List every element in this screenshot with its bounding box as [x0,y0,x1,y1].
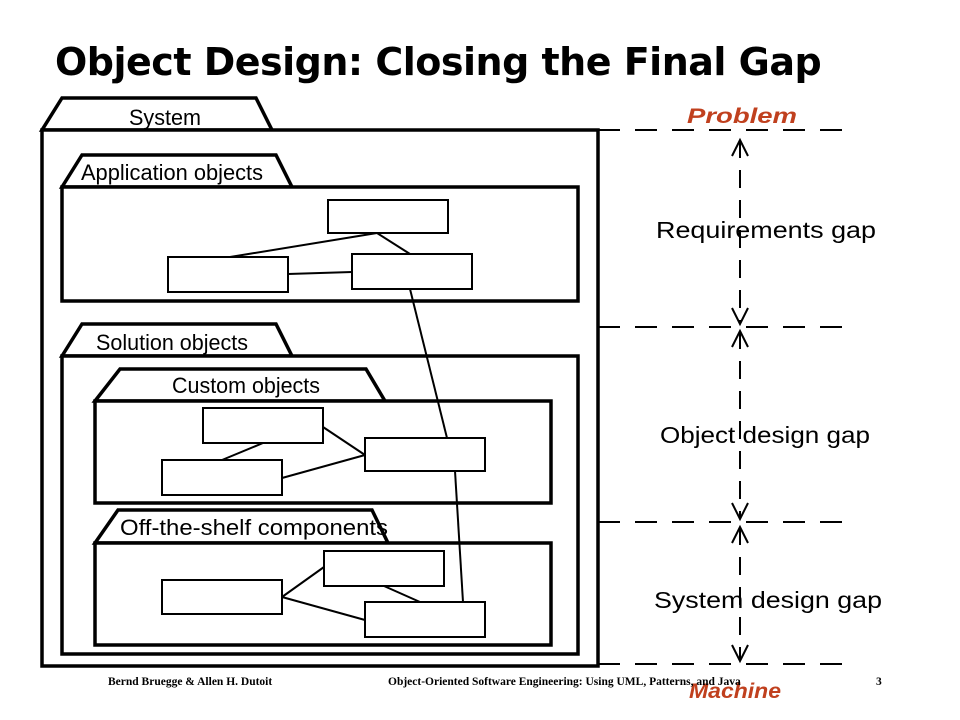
offshelf-class-box [161,579,283,615]
custom-package-label: Custom objects [172,373,320,398]
application-package-body [60,185,580,303]
system-design-gap-label: System design gap [654,587,882,613]
offshelf-package-label: Off-the-shelf components [120,515,388,540]
custom-class-box [161,459,283,496]
slide-title: Object Design: Closing the Final Gap [55,40,822,84]
offshelf-class-box [323,550,445,587]
machine-label: Machine [689,680,781,703]
app-class-box [327,199,449,234]
requirements-gap-label: Requirements gap [656,217,876,243]
custom-class-box [364,437,486,472]
app-class-box [167,256,289,293]
footer-book-title: Object-Oriented Software Engineering: Us… [388,676,741,688]
system-package-label: System [129,105,201,130]
gap-separators [598,129,848,665]
association-lines [221,232,464,621]
footer-page-number: 3 [876,676,882,688]
footer-authors: Bernd Bruegge & Allen H. Dutoit [108,676,273,688]
solution-package-label: Solution objects [96,330,248,355]
gap-arrows [731,137,749,664]
app-class-box [351,253,473,290]
custom-class-box [202,407,324,444]
application-package-label: Application objects [81,160,263,185]
problem-label: Problem [687,105,797,128]
object-design-gap-label: Object design gap [660,422,870,448]
offshelf-class-box [364,601,486,638]
